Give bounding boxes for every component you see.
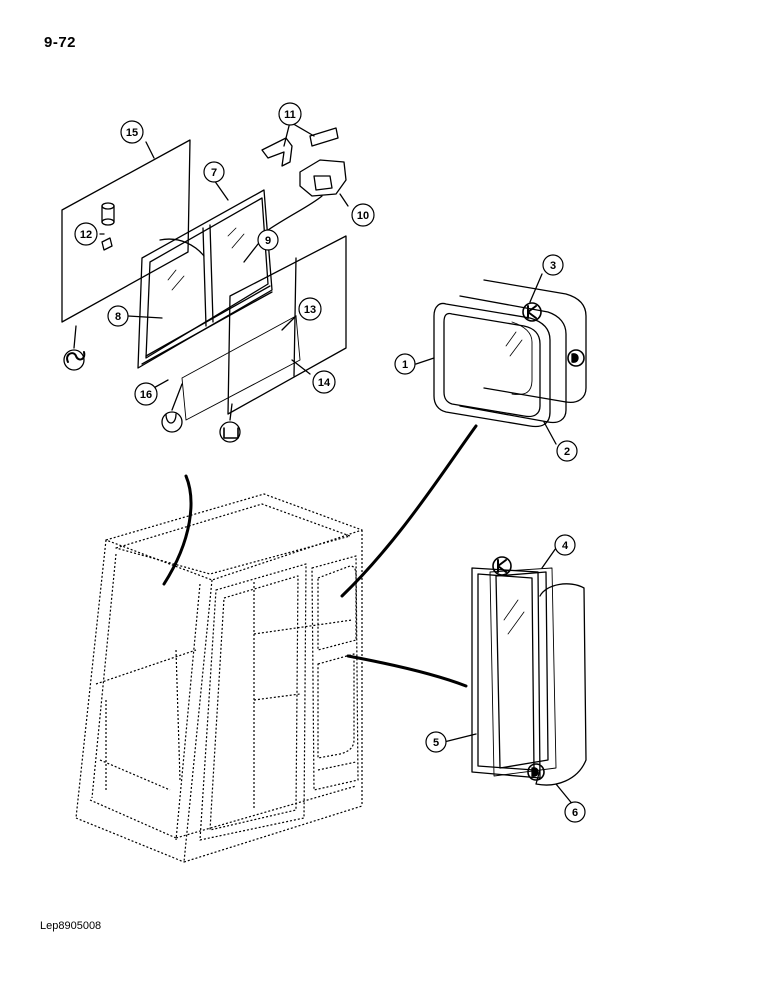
- svg-text:16: 16: [140, 389, 152, 401]
- bracket-11: [261, 127, 339, 167]
- panel-15: [61, 139, 191, 323]
- callout-7: 7: [203, 161, 225, 183]
- callout-3: 3: [542, 254, 564, 276]
- svg-text:1: 1: [402, 359, 408, 371]
- svg-text:11: 11: [284, 109, 296, 121]
- page-number: 9-72: [44, 34, 77, 51]
- panel-16: [181, 315, 301, 421]
- side-window-upper: [433, 279, 587, 428]
- callout-16: 16: [134, 382, 158, 406]
- window-frame-7: [137, 189, 273, 369]
- callout-14: 14: [312, 370, 336, 394]
- callout-2: 2: [556, 440, 578, 462]
- callout-5: 5: [425, 731, 447, 753]
- svg-text:12: 12: [80, 229, 92, 241]
- svg-text:13: 13: [304, 304, 316, 316]
- spacer-12: [101, 202, 115, 251]
- callout-11: 11: [278, 102, 302, 126]
- panel-14: [227, 235, 347, 415]
- callouts: 1 2 3 4 5 6 7 8 9 10 11 12 13 14 15 16: [74, 102, 586, 823]
- callout-1: 1: [394, 353, 416, 375]
- svg-text:15: 15: [126, 127, 138, 139]
- cab-frame: [75, 493, 363, 863]
- callout-13: 13: [298, 297, 322, 321]
- svg-text:4: 4: [562, 540, 569, 552]
- svg-text:10: 10: [357, 210, 369, 222]
- svg-text:3: 3: [550, 260, 556, 272]
- svg-text:8: 8: [115, 311, 121, 323]
- callout-12: 12: [74, 222, 98, 246]
- svg-text:9: 9: [265, 235, 271, 247]
- svg-text:5: 5: [433, 737, 439, 749]
- callout-9: 9: [257, 229, 279, 251]
- svg-text:2: 2: [564, 446, 570, 458]
- callout-4: 4: [554, 534, 576, 556]
- callout-15: 15: [120, 120, 144, 144]
- callout-8: 8: [107, 305, 129, 327]
- callout-10: 10: [351, 203, 375, 227]
- callout-6: 6: [564, 801, 586, 823]
- side-window-lower: [471, 567, 587, 786]
- svg-text:6: 6: [572, 807, 578, 819]
- latch-10: [299, 159, 347, 197]
- figure-code: Lep8905008: [40, 920, 102, 932]
- svg-text:7: 7: [211, 167, 217, 179]
- svg-text:14: 14: [318, 377, 331, 389]
